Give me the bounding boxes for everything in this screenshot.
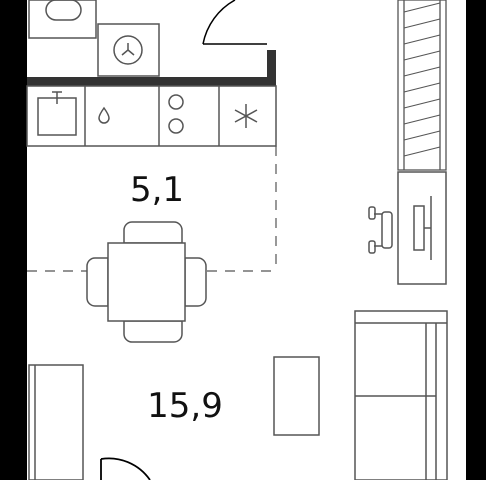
coffee-table [273,356,320,436]
kitchen-area-label: 5,1 [130,170,184,210]
sink-icon [37,91,77,136]
wardrobe [397,0,447,171]
snowflake-icon [234,104,258,128]
cabinet [28,364,84,480]
water-drop-icon [98,106,110,124]
washing-machine-icon [113,35,143,65]
washing-machine [97,23,160,77]
bathroom-door[interactable] [202,0,267,45]
right-outer-wall [466,0,486,480]
left-outer-wall [0,0,27,480]
monitor-icon [413,205,425,251]
desk [397,171,447,285]
hob-icon [168,94,184,134]
dining-table [86,221,207,343]
chair-top [123,221,183,244]
bathroom-partition-wall [27,77,276,86]
chair-bottom [123,320,183,343]
living-area-label: 15,9 [147,386,223,426]
bathroom-partition-stub [267,50,276,86]
toilet [28,0,97,39]
chair-left [86,257,109,307]
table-top [107,242,186,322]
chair-right [184,257,207,307]
sofa [354,310,448,480]
office-chair [368,206,393,254]
kitchen-zone-boundary [27,146,277,272]
entrance-door[interactable] [100,457,151,480]
kitchen-counter [26,85,277,147]
